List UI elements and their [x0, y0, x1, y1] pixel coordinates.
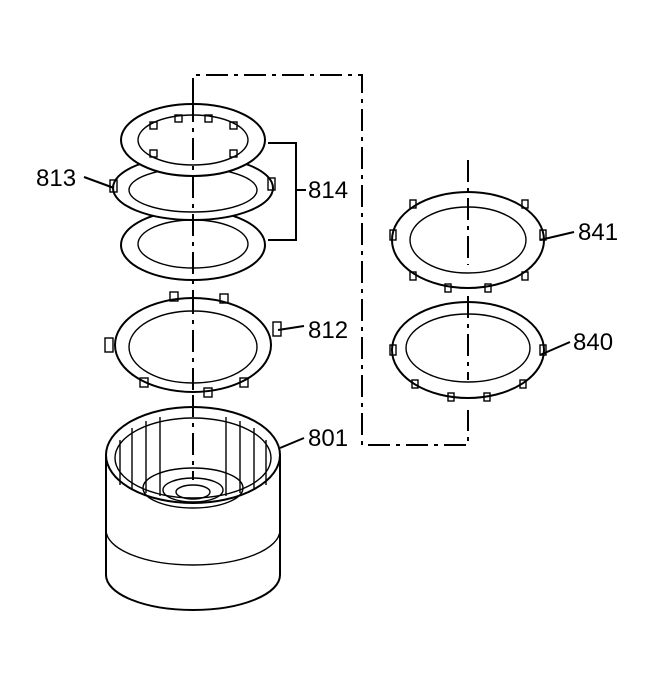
- callout-841: 841: [578, 219, 618, 246]
- callout-814: 814: [308, 177, 348, 204]
- clutch-pack-814: [109, 100, 276, 292]
- clutch-plate-812: [104, 291, 282, 398]
- clutch-drum-801: [105, 395, 281, 611]
- leader-lines: [83, 142, 575, 449]
- callout-812: 812: [308, 317, 348, 344]
- callout-840: 840: [573, 329, 613, 356]
- assembly-connector-line: [192, 74, 469, 446]
- callout-813: 813: [36, 165, 76, 192]
- clutch-plate-841: [389, 160, 547, 293]
- callout-801: 801: [308, 425, 348, 452]
- clutch-plate-840: [389, 296, 547, 402]
